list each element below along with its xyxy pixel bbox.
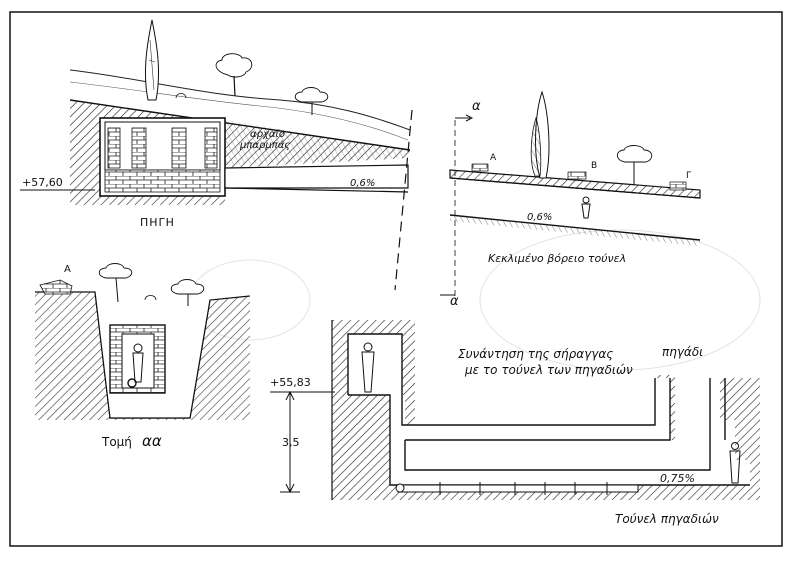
tree-5 (170, 279, 205, 306)
slope-label-bottom: 0,75% (660, 472, 695, 485)
junction-label-1: Συνάντηση της σήραγγας (458, 347, 613, 361)
old-channel-label-2: μπαρμπάς (239, 139, 290, 151)
section-caption-mark: αα (142, 432, 162, 450)
break-line (394, 109, 413, 291)
cypress-tree (144, 19, 160, 101)
spring-section: +57,60 ΠΗΓΗ αρχαίο μπαρμπάς 0,6% (20, 19, 411, 229)
section-mark-bottom: α (450, 294, 459, 309)
tree-3 (616, 145, 653, 184)
elevation-label-bottom: +55,83 (270, 376, 311, 389)
point-g-top: Γ (686, 171, 691, 181)
north-tunnel-caption: Κεκλιμένο βόρειο τούνελ (488, 252, 626, 265)
tree-2 (294, 87, 329, 115)
old-channel-label-1: αρχαίο (250, 128, 285, 140)
elevation-label-top: +57,60 (22, 176, 63, 189)
well-tunnel-section: +55,83 3,5 Συνάντηση της σήραγγας με το … (270, 320, 760, 526)
tree-1 (215, 53, 253, 97)
point-a-top: Α (490, 153, 497, 163)
tree-4 (98, 263, 133, 303)
ground-line (69, 99, 411, 151)
sheet-border (9, 11, 783, 547)
north-tunnel-section: α α Α Β Γ 0,6% Κεκλιμένο βόρειο τούνελ (440, 90, 701, 309)
person-figure-3 (729, 442, 741, 484)
slope-label-top-left: 0,6% (350, 178, 375, 189)
height-label: 3,5 (282, 436, 300, 449)
well-tunnel-caption: Τούνελ πηγαδιών (615, 512, 719, 526)
section-caption-word: Τομή (101, 435, 132, 449)
well-label: πηγάδι (662, 345, 703, 359)
junction-label-2: με το τούνελ των πηγαδιών (464, 363, 633, 377)
point-a-section: Α (64, 264, 71, 275)
spring-label: ΠΗΓΗ (140, 216, 175, 229)
cross-section-aa: Α Τομή αα (35, 263, 251, 450)
slope-label-top-right: 0,6% (527, 212, 552, 223)
hill-line-upper (69, 69, 411, 131)
junction-outline (347, 333, 656, 426)
point-b-top: Β (591, 161, 597, 171)
person-figure-2 (361, 342, 375, 393)
water-pipe (397, 484, 639, 493)
person-figure-1 (581, 196, 591, 219)
section-mark-top: α (472, 99, 481, 114)
spring-channel (224, 164, 409, 189)
